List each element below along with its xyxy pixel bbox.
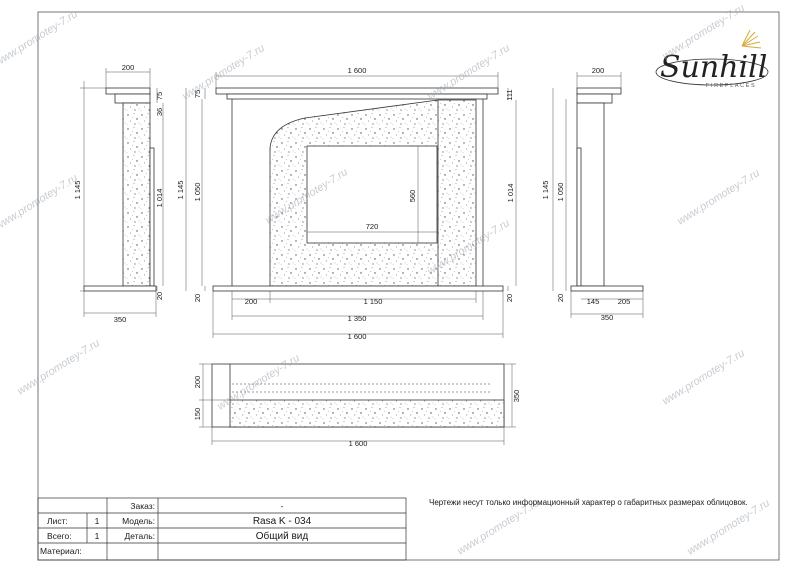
tb-material-label: Материал: — [40, 546, 82, 556]
tb-detail-label: Деталь: — [125, 531, 155, 541]
title-block — [37, 497, 407, 561]
watermark: www.promotey-7.ru — [15, 337, 102, 397]
right-side-dimension-lines — [552, 72, 644, 318]
tb-model-label: Модель: — [122, 516, 155, 526]
dim-front-top-left-height: 75 — [193, 90, 202, 98]
tb-order-value: - — [281, 501, 284, 511]
tb-order-label: Заказ: — [130, 501, 155, 511]
dim-front-base-left-height: 20 — [193, 294, 202, 302]
dim-left-top-width: 200 — [122, 63, 135, 72]
watermark: www.promotey-7.ru — [0, 172, 80, 232]
tb-sheet-value: 1 — [95, 516, 100, 526]
tb-sheet-label: Лист: — [47, 516, 68, 526]
watermark: www.promotey-7.ru — [675, 167, 762, 227]
left-side-dimension-lines — [80, 68, 164, 317]
sheet-frame — [37, 11, 780, 561]
dim-front-top-width: 1 600 — [348, 66, 367, 75]
sunhill-logo: Sunhill FIREPLACES — [655, 29, 769, 89]
dim-plan-350: 350 — [512, 390, 521, 403]
dim-right-total-height: 1 145 — [541, 181, 550, 200]
dim-plan-150: 150 — [193, 408, 202, 421]
dim-left-base-height: 20 — [155, 292, 164, 300]
dim-right-top-width: 200 — [592, 66, 605, 75]
dim-front-total-height: 1 145 — [176, 181, 185, 200]
dim-right-145: 145 — [587, 297, 600, 306]
dim-right-body-height: 1 050 — [556, 183, 565, 202]
tb-total-value: 1 — [95, 531, 100, 541]
dim-plan-200: 200 — [193, 376, 202, 389]
tb-detail-value: Общий вид — [256, 530, 309, 542]
front-dimension-lines — [185, 72, 517, 338]
dim-opening-width: 720 — [366, 222, 379, 231]
sun-rays-icon — [741, 29, 762, 49]
dim-left-mid-height: 36 — [155, 108, 164, 116]
disclaimer-note: Чертежи несут только информационный хара… — [429, 498, 748, 507]
left-side-view — [83, 87, 157, 292]
tb-model-value: Rasa K - 034 — [253, 516, 312, 527]
watermark: www.promotey-7.ru — [660, 347, 747, 407]
dim-right-depth: 350 — [601, 313, 614, 322]
dim-front-200: 200 — [245, 297, 258, 306]
dim-front-top-right-height: 111 — [505, 89, 514, 100]
dim-left-top-height: 75 — [155, 92, 164, 100]
dim-left-depth: 350 — [114, 315, 127, 324]
brand-name: Sunhill — [660, 50, 767, 85]
dim-front-1350: 1 350 — [348, 314, 367, 323]
front-view — [212, 87, 504, 292]
dim-front-body-height: 1 050 — [193, 183, 202, 202]
dim-left-body-height: 1 014 — [155, 189, 164, 208]
dim-opening-height: 560 — [408, 190, 417, 203]
plan-dimension-lines — [199, 363, 516, 445]
brand-tagline: FIREPLACES — [706, 83, 756, 89]
plan-view — [211, 363, 505, 428]
dim-front-right-height: 1 014 — [506, 184, 515, 203]
dim-front-base-right-height: 20 — [505, 294, 514, 302]
dim-left-total-height: 1 145 — [73, 181, 82, 200]
dim-front-1600: 1 600 — [348, 332, 367, 341]
watermark: www.promotey-7.ru — [0, 8, 80, 68]
dim-front-1150: 1 150 — [364, 297, 383, 306]
dim-right-base-height: 20 — [556, 294, 565, 302]
tb-total-label: Всего: — [47, 531, 72, 541]
dim-right-205: 205 — [618, 297, 631, 306]
dim-plan-width: 1 600 — [349, 439, 368, 448]
right-side-view — [570, 87, 644, 292]
